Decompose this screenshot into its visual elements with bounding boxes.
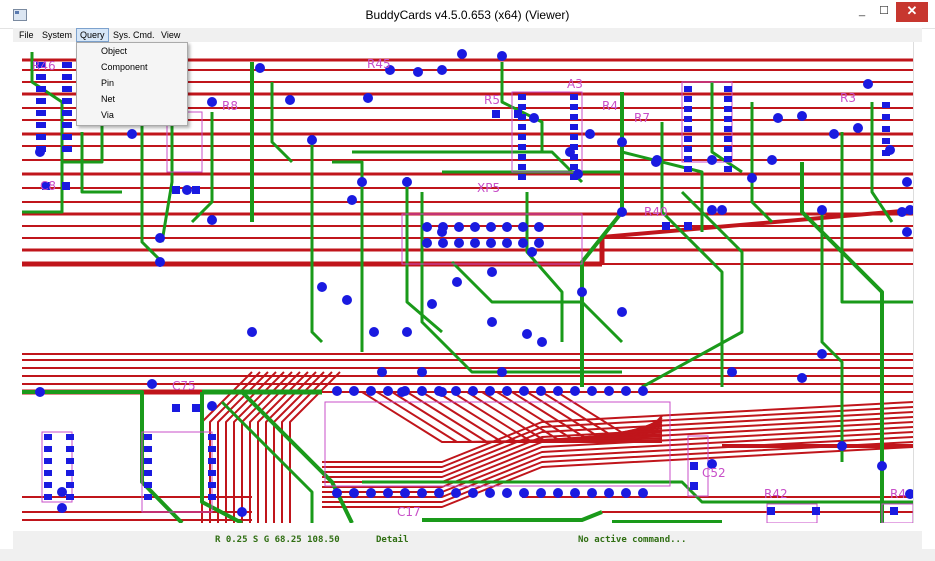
status-bar: R 0.25 S G 68.25 108.50 Detail No active… <box>13 531 922 549</box>
maximize-button[interactable]: ☐ <box>879 5 889 17</box>
red-tracks <box>22 58 913 523</box>
menu-view[interactable]: View <box>161 30 181 40</box>
ref-label-r40: R40 <box>644 205 668 219</box>
query-via-item[interactable]: Via <box>101 110 114 120</box>
pcb-canvas[interactable]: R46 R45 R5 A3 R4 R7 R3 R8 C8 XP5 R40 C75… <box>22 42 913 523</box>
ref-label-r4-edge: R4 <box>890 487 906 501</box>
minimize-button[interactable]: _ <box>858 5 866 17</box>
status-mode: Detail <box>376 535 409 545</box>
app-icon[interactable] <box>13 9 27 21</box>
window-bottom-border <box>0 549 935 561</box>
ref-label-r5: R5 <box>484 93 500 107</box>
query-component-item[interactable]: Component <box>101 62 148 72</box>
ref-label-r7: R7 <box>634 111 650 125</box>
pads <box>35 49 913 517</box>
query-dropdown-menu: Object Component Pin Net Via <box>76 42 188 126</box>
ref-label-r8: R8 <box>222 99 238 113</box>
reference-labels: R46 R45 R5 A3 R4 R7 R3 R8 C8 XP5 R40 C75… <box>32 57 906 519</box>
menu-bar: File System Query Sys. Cmd. View <box>13 28 922 42</box>
ref-label-c52: C52 <box>702 466 726 480</box>
ref-label-r46: R46 <box>32 59 56 73</box>
query-object-item[interactable]: Object <box>101 46 128 56</box>
query-pin-item[interactable]: Pin <box>101 78 115 88</box>
ref-label-r45: R45 <box>367 57 391 71</box>
ref-label-a3: A3 <box>567 77 583 91</box>
component-outlines <box>41 81 913 523</box>
pcb-drawing[interactable]: R46 R45 R5 A3 R4 R7 R3 R8 C8 XP5 R40 C75… <box>22 42 913 523</box>
window-title: BuddyCards v4.5.0.653 (x64) (Viewer) <box>365 8 570 22</box>
title-bar: BuddyCards v4.5.0.653 (x64) (Viewer) _ ☐… <box>0 0 935 29</box>
menu-file[interactable]: File <box>19 30 34 40</box>
ref-label-c17: C17 <box>397 505 421 519</box>
ref-label-r42: R42 <box>764 487 788 501</box>
green-tracks <box>22 52 913 523</box>
right-gutter <box>913 42 923 523</box>
menu-sys-cmd[interactable]: Sys. Cmd. <box>113 30 155 40</box>
ref-label-r4: R4 <box>602 99 618 113</box>
ref-label-c8: C8 <box>40 179 56 193</box>
menu-query[interactable]: Query <box>76 28 109 42</box>
close-button[interactable]: ✕ <box>896 2 928 22</box>
status-coordinates: R 0.25 S G 68.25 108.50 <box>215 535 340 545</box>
ref-label-r3: R3 <box>840 91 856 105</box>
query-net-item[interactable]: Net <box>101 94 116 104</box>
ref-label-xp5: XP5 <box>477 181 500 195</box>
status-message: No active command... <box>578 535 687 545</box>
ref-label-c75: C75 <box>172 379 196 393</box>
menu-system[interactable]: System <box>42 30 73 40</box>
